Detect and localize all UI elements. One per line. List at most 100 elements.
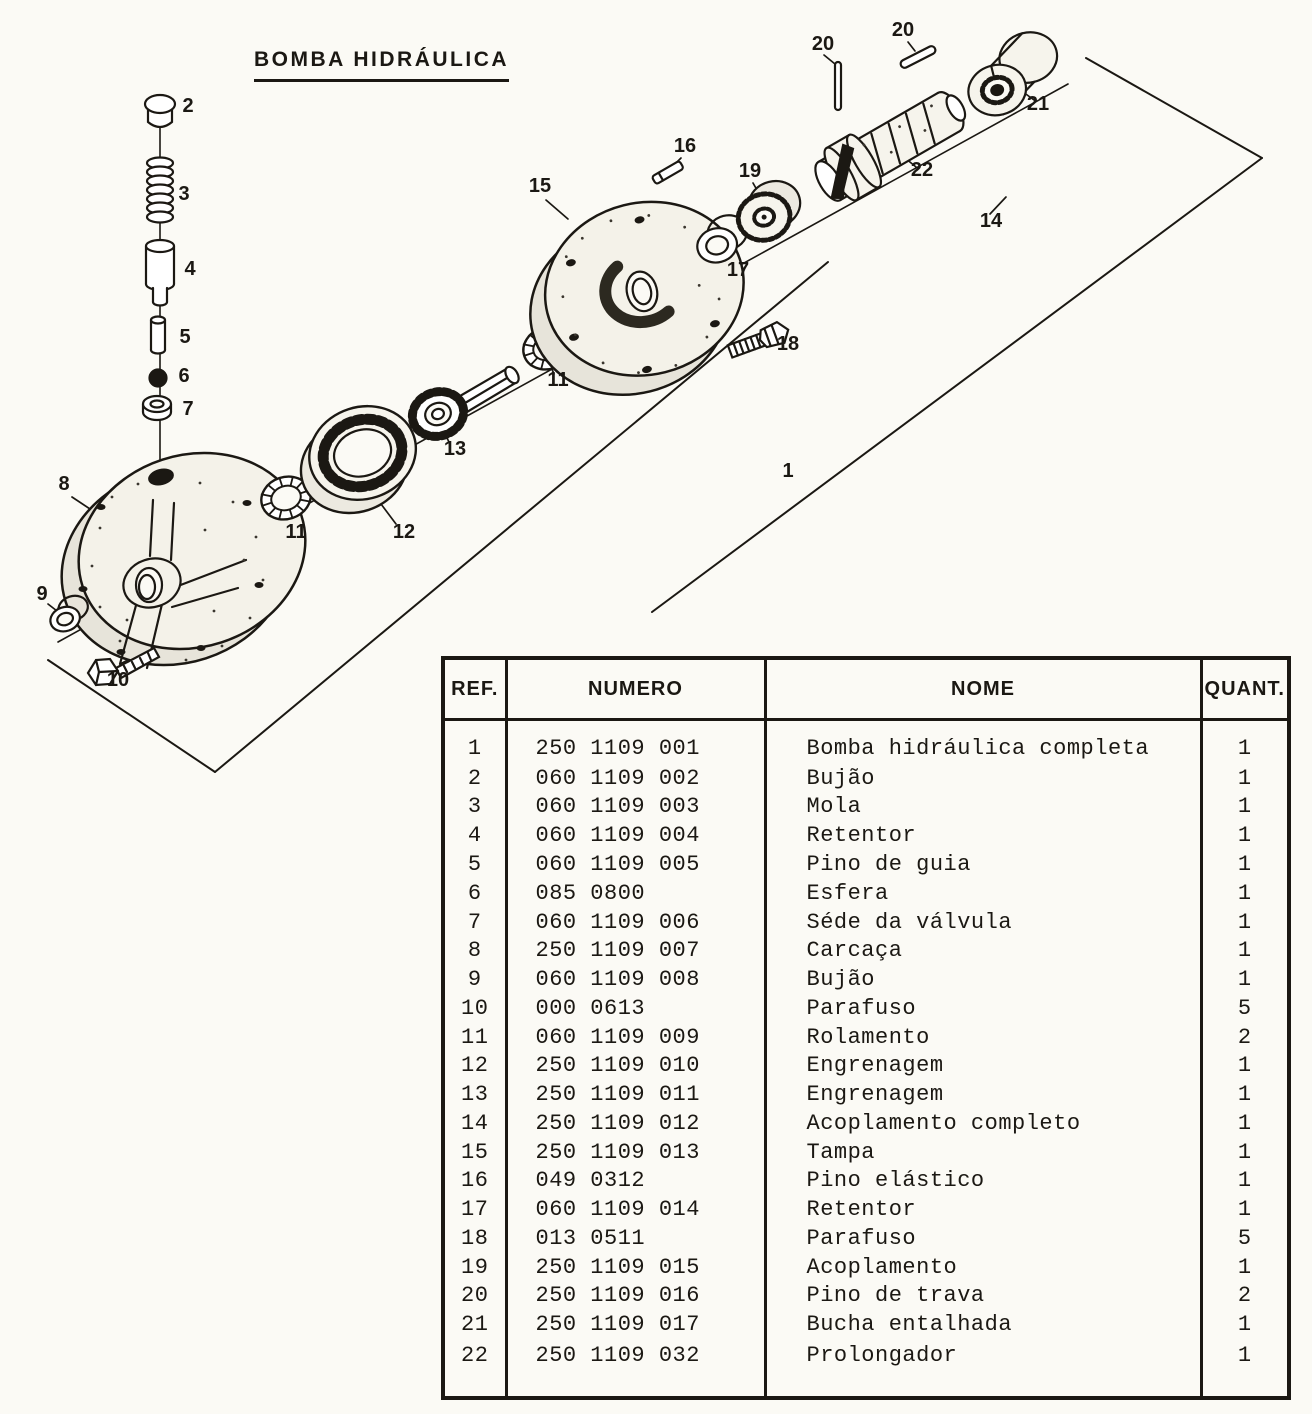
cell-ref: 19 bbox=[461, 1254, 489, 1280]
cell-numero: 060 1109 003 bbox=[504, 792, 765, 822]
cell-nome: Rolamento bbox=[763, 1022, 1201, 1052]
cell-quant: 2 bbox=[1199, 1281, 1289, 1311]
cell-quant: 1 bbox=[1199, 1051, 1289, 1081]
cell-ref: 18 bbox=[461, 1225, 489, 1251]
header-nome: NOME bbox=[763, 658, 1201, 721]
header-quant: QUANT. bbox=[1199, 658, 1289, 721]
cell-nome: Bujão bbox=[763, 965, 1201, 994]
cell-numero: 060 1109 008 bbox=[504, 965, 765, 994]
cell-numero: 250 1109 032 bbox=[504, 1339, 765, 1398]
cell-ref: 9 bbox=[467, 967, 482, 993]
cell-quant: 1 bbox=[1199, 850, 1289, 879]
cell-nome: Engrenagem bbox=[763, 1051, 1201, 1081]
cell-nome: Pino elástico bbox=[763, 1166, 1201, 1196]
cell-nome: Séde da válvula bbox=[763, 907, 1201, 937]
part-2-bujao bbox=[143, 93, 177, 129]
part-17-retentor bbox=[696, 214, 749, 264]
part-21-bucha-entalhada bbox=[967, 31, 1059, 117]
cell-nome: Mola bbox=[763, 792, 1201, 822]
cell-quant: 1 bbox=[1199, 1252, 1289, 1282]
part-callout-15: 15 bbox=[529, 175, 551, 197]
part-13-engrenagem bbox=[407, 365, 520, 441]
cell-quant: 5 bbox=[1199, 1224, 1289, 1253]
part-22-prolongador bbox=[814, 91, 967, 202]
part-3-mola bbox=[145, 156, 175, 224]
cell-ref: 4 bbox=[467, 823, 482, 849]
part-10-parafuso bbox=[86, 646, 161, 687]
cell-ref: 17 bbox=[461, 1197, 489, 1223]
cell-ref: 6 bbox=[467, 880, 482, 906]
cell-nome: Engrenagem bbox=[763, 1080, 1201, 1109]
part-callout-7: 7 bbox=[182, 398, 193, 420]
part-callout-21: 21 bbox=[1027, 93, 1049, 115]
part-6-esfera bbox=[148, 368, 168, 388]
part-callout-2: 2 bbox=[182, 95, 193, 117]
cell-numero: 250 1109 015 bbox=[504, 1252, 765, 1282]
cell-nome: Esfera bbox=[763, 878, 1201, 908]
cell-quant: 1 bbox=[1199, 907, 1289, 937]
cell-quant: 5 bbox=[1199, 993, 1289, 1023]
header-ref: REF. bbox=[443, 658, 506, 721]
cell-quant: 1 bbox=[1199, 821, 1289, 851]
cell-quant: 1 bbox=[1199, 1166, 1289, 1196]
cell-nome: Carcaça bbox=[763, 936, 1201, 966]
cell-numero: 250 1109 016 bbox=[504, 1281, 765, 1311]
cell-nome: Acoplamento bbox=[763, 1252, 1201, 1282]
part-callout-17: 17 bbox=[727, 259, 749, 281]
part-callout-13: 13 bbox=[444, 438, 466, 460]
cell-ref: 8 bbox=[467, 938, 482, 964]
cell-numero: 000 0613 bbox=[504, 993, 765, 1023]
part-callout-10: 10 bbox=[107, 669, 129, 691]
cell-ref: 20 bbox=[461, 1283, 489, 1309]
cell-numero: 250 1109 013 bbox=[504, 1137, 765, 1167]
part-callout-4: 4 bbox=[184, 258, 196, 280]
part-19-acoplamento bbox=[735, 179, 802, 243]
cell-quant: 1 bbox=[1199, 1339, 1289, 1398]
cell-nome: Acoplamento completo bbox=[763, 1109, 1201, 1138]
part-callout-6: 6 bbox=[178, 365, 189, 387]
cell-quant: 1 bbox=[1199, 965, 1289, 994]
part-callout-19: 19 bbox=[739, 160, 761, 182]
cell-quant: 1 bbox=[1199, 719, 1289, 764]
part-callout-5: 5 bbox=[179, 326, 190, 348]
cell-nome: Pino de guia bbox=[763, 850, 1201, 879]
cell-ref: 16 bbox=[461, 1168, 489, 1194]
part-callout-11: 11 bbox=[547, 369, 568, 391]
part-callout-20: 20 bbox=[812, 33, 834, 55]
part-8-carcaca bbox=[60, 451, 307, 670]
part-callout-14: 14 bbox=[980, 210, 1003, 232]
cell-ref: 2 bbox=[467, 765, 482, 791]
part-callout-22: 22 bbox=[911, 159, 933, 181]
part-callout-9: 9 bbox=[36, 583, 47, 605]
cell-ref: 10 bbox=[461, 995, 489, 1021]
cell-nome: Bujão bbox=[763, 763, 1201, 793]
cell-nome: Retentor bbox=[763, 821, 1201, 851]
cell-quant: 1 bbox=[1199, 1195, 1289, 1225]
cell-quant: 1 bbox=[1199, 792, 1289, 822]
cell-numero: 250 1109 012 bbox=[504, 1109, 765, 1138]
cell-ref: 15 bbox=[461, 1139, 489, 1165]
cell-quant: 1 bbox=[1199, 936, 1289, 966]
part-callout-12: 12 bbox=[393, 521, 415, 543]
cell-ref: 22 bbox=[461, 1343, 489, 1369]
cell-nome: Tampa bbox=[763, 1137, 1201, 1167]
cell-ref: 14 bbox=[461, 1110, 489, 1136]
